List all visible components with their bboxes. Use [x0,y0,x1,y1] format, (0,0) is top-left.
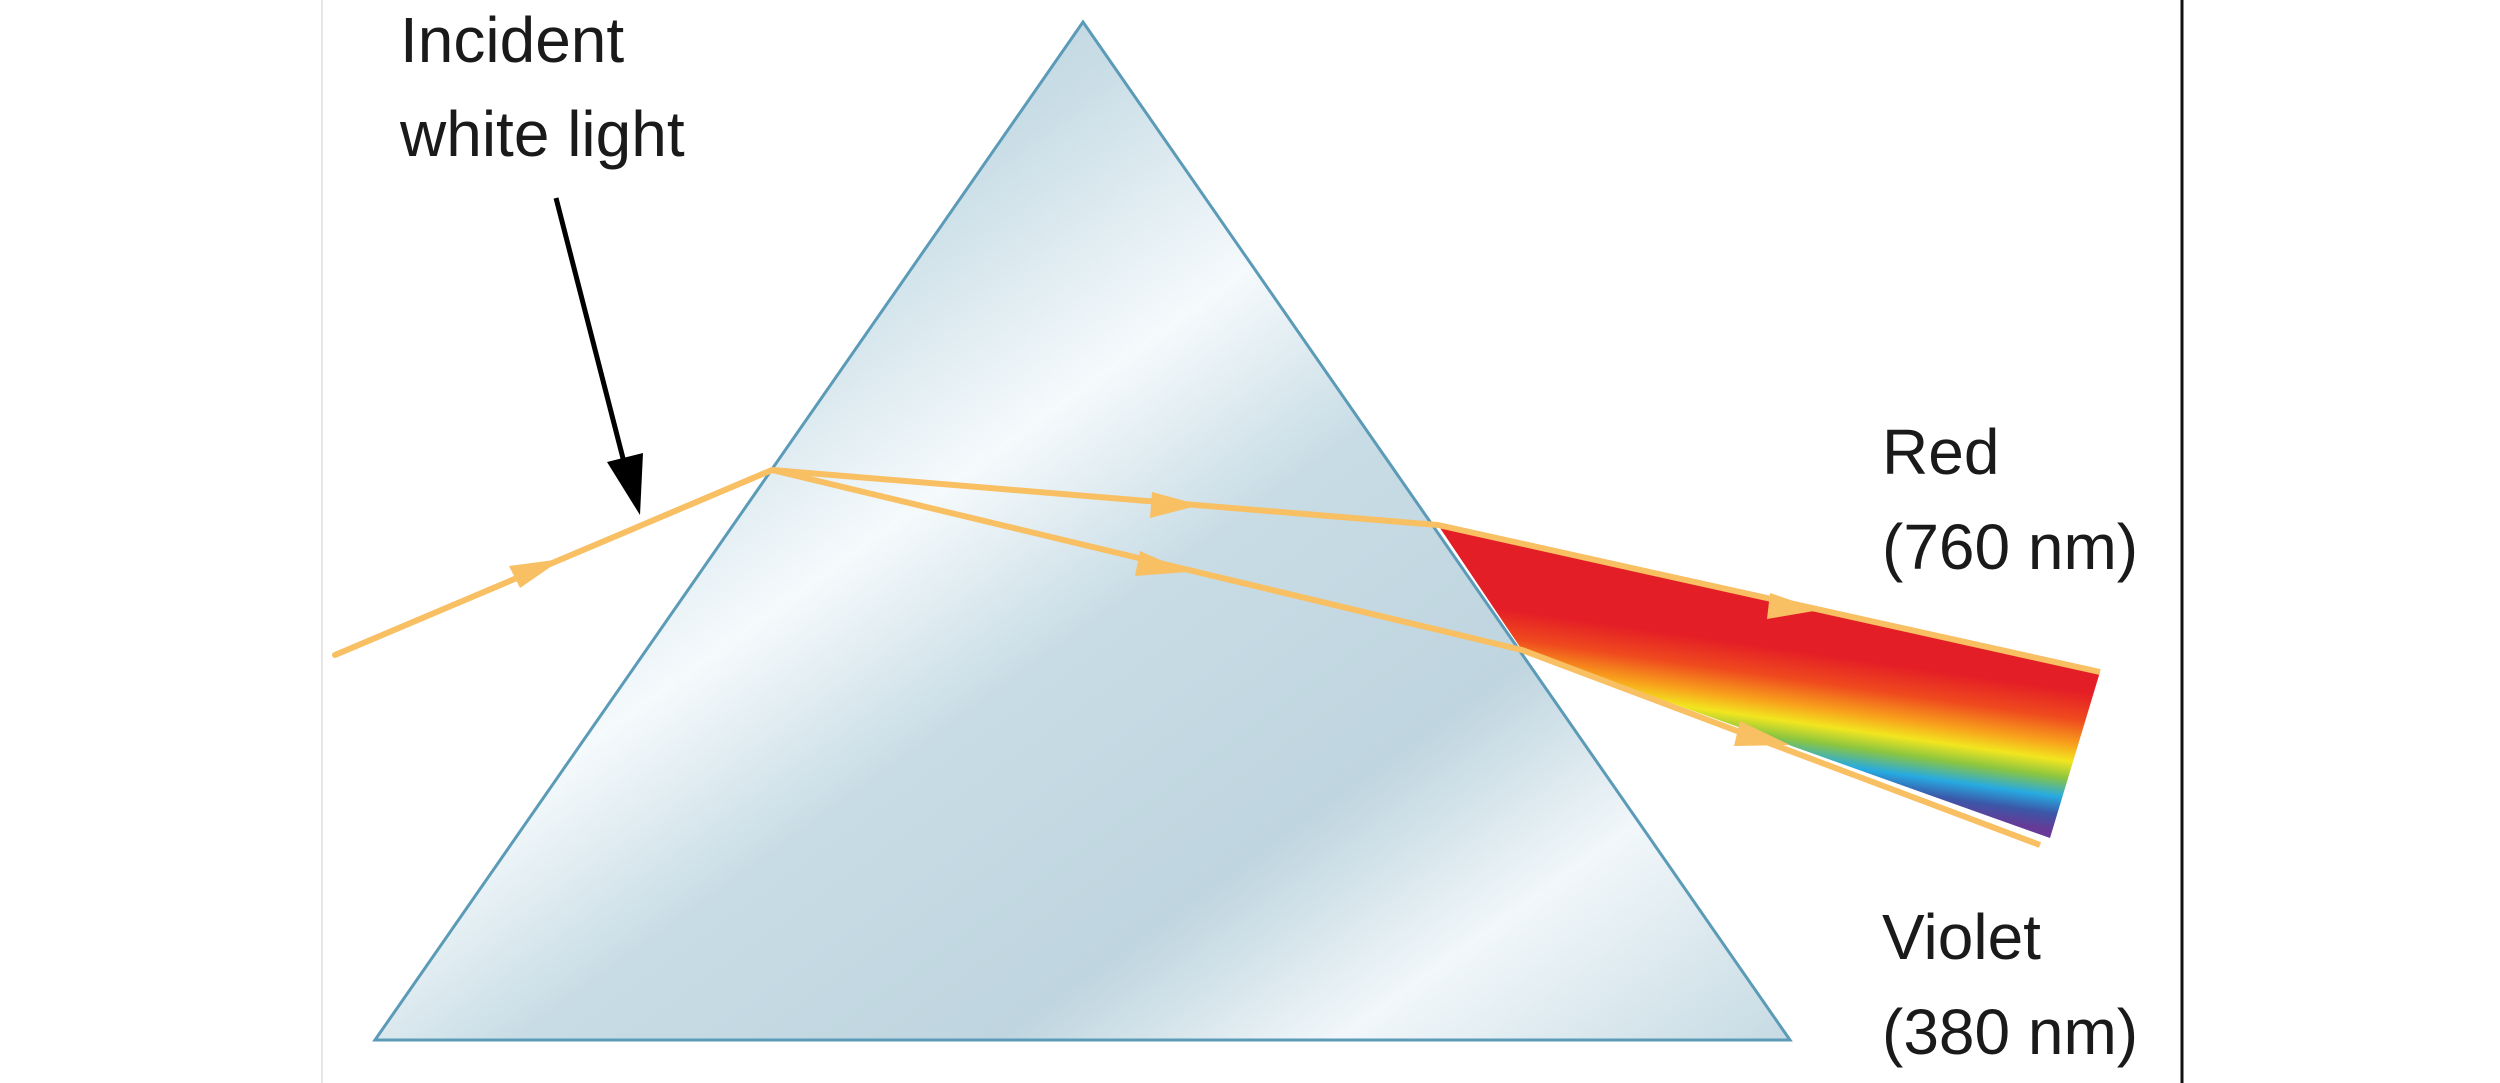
spectrum-band [1438,525,2100,838]
violet-emerging-arrowhead [1734,721,1790,746]
red-emerging-arrowhead [1767,593,1820,619]
spectrum-top-edge [1437,522,2101,675]
incident-pointer-arrow-shaft [553,197,629,471]
red-wavelength-label: (760 nm) [1882,511,2139,583]
spectrum-bottom-edge [1520,647,2042,848]
red-internal-arrowhead [1150,492,1200,518]
violet-label: Violet [1882,901,2041,973]
prism [372,19,1793,1042]
violet-internal-arrowhead [1135,551,1188,576]
incident-ray-arrowhead [509,559,562,588]
red-internal-ray [769,467,1441,528]
incident-pointer-arrowhead [607,453,643,515]
red-label: Red [1882,416,2000,488]
incident-label-line1: Incident [400,4,625,76]
violet-wavelength-label: (380 nm) [1882,996,2139,1068]
incident-label-line2: white light [400,98,685,170]
